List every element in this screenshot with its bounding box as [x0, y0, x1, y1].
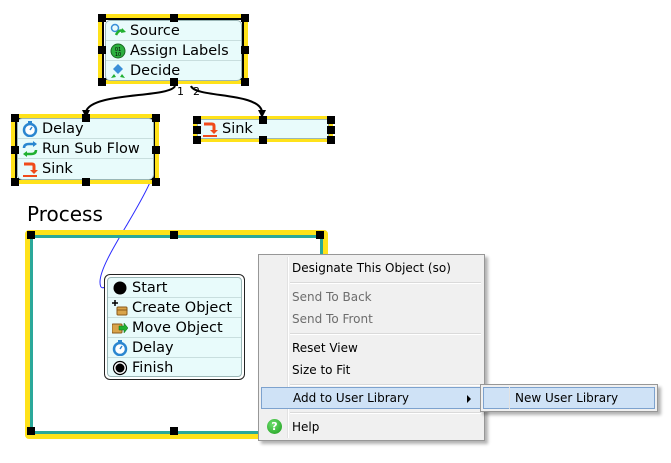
resize-handle[interactable] [98, 46, 106, 54]
menu-item-add-to-user-library[interactable]: Add to User Library [261, 387, 482, 409]
block-item-label: Start [132, 279, 168, 296]
delay-icon [22, 120, 38, 137]
block-item-label: Assign Labels [130, 42, 229, 59]
menu-item-label: New User Library [515, 391, 619, 405]
sink-icon [202, 121, 218, 137]
resize-handle[interactable] [11, 178, 19, 186]
resize-handle[interactable] [98, 78, 106, 86]
menu-item-new-user-library[interactable]: New User Library [483, 387, 655, 409]
delay-icon [112, 339, 128, 356]
block-item-delay[interactable]: Delay [108, 338, 241, 358]
resize-handle[interactable] [241, 14, 249, 22]
resize-handle[interactable] [170, 231, 178, 239]
source-icon [110, 23, 126, 39]
resize-handle[interactable] [327, 126, 335, 134]
block-item-finish[interactable]: Finish [108, 358, 241, 376]
port-label-2: 2 [193, 85, 200, 98]
block-item-label: Run Sub Flow [42, 140, 140, 157]
menu-item-label: Help [292, 420, 320, 434]
submenu: New User Library [480, 384, 658, 412]
start-icon [112, 280, 128, 296]
resize-handle[interactable] [170, 14, 178, 22]
resize-handle[interactable] [11, 114, 19, 122]
block-item-start[interactable]: Start [108, 278, 241, 298]
resize-handle[interactable] [193, 136, 201, 144]
menu-item-reset-view[interactable]: Reset View [292, 341, 358, 355]
block-item-label: Decide [130, 63, 181, 79]
block-item-label: Sink [42, 161, 73, 177]
resize-handle[interactable] [241, 78, 249, 86]
resize-handle[interactable] [82, 114, 90, 122]
block-item-sink[interactable]: Sink [198, 120, 328, 138]
resize-handle[interactable] [27, 231, 35, 239]
create-object-icon [112, 299, 128, 316]
resize-handle[interactable] [152, 114, 160, 122]
resize-handle[interactable] [241, 46, 249, 54]
block-item-source[interactable]: Source [106, 21, 241, 41]
block-item-label: Create Object [132, 299, 233, 316]
resize-handle[interactable] [82, 178, 90, 186]
resize-handle[interactable] [170, 78, 178, 86]
svg-text:01: 01 [115, 47, 121, 53]
menu-item-help[interactable]: ? Help [261, 416, 482, 438]
block-item-label: Source [130, 22, 180, 39]
resize-handle[interactable] [327, 136, 335, 144]
block-item-label: Sink [222, 121, 253, 137]
decide-icon [110, 63, 126, 79]
resize-handle[interactable] [170, 427, 178, 435]
block-item-run-sub-flow[interactable]: Run Sub Flow [18, 139, 153, 159]
resize-handle[interactable] [98, 14, 106, 22]
resize-handle[interactable] [327, 116, 335, 124]
help-icon: ? [267, 419, 282, 434]
resize-handle[interactable] [152, 146, 160, 154]
move-object-icon [111, 320, 129, 336]
menu-item-designate[interactable]: Designate This Object (so) [292, 261, 451, 275]
left-block[interactable]: Delay Run Sub Flow Sink [17, 118, 154, 180]
block-item-create-object[interactable]: Create Object [108, 298, 241, 318]
menu-item-label: Add to User Library [293, 391, 410, 405]
connector-2-arrow [258, 110, 266, 118]
resize-handle[interactable] [316, 231, 324, 239]
block-item-label: Finish [132, 360, 174, 376]
block-item-delay[interactable]: Delay [18, 119, 153, 139]
connector-1 [85, 85, 176, 113]
menu-item-send-to-front[interactable]: Send To Front [292, 312, 373, 326]
block-item-move-object[interactable]: Move Object [108, 318, 241, 338]
finish-icon [112, 360, 128, 376]
block-item-decide[interactable]: Decide [106, 61, 241, 80]
port-label-1: 1 [177, 85, 184, 98]
svg-text:10: 10 [115, 52, 121, 58]
resize-handle[interactable] [27, 427, 35, 435]
resize-handle[interactable] [152, 178, 160, 186]
resize-handle[interactable] [259, 136, 267, 144]
menu-item-size-to-fit[interactable]: Size to Fit [292, 363, 351, 377]
menu-item-send-to-back[interactable]: Send To Back [292, 290, 372, 304]
resize-handle[interactable] [259, 116, 267, 124]
resize-handle[interactable] [193, 126, 201, 134]
sink-icon [22, 161, 38, 177]
process-title: Process [27, 202, 103, 226]
run-sub-flow-icon [22, 140, 38, 157]
block-item-label: Delay [132, 339, 174, 356]
process-flow-block[interactable]: Start Create Object Move Object Delay Fi… [104, 274, 245, 380]
submenu-arrow-icon [467, 395, 471, 403]
block-item-sink[interactable]: Sink [18, 159, 153, 179]
context-menu: Designate This Object (so) Send To Back … [258, 254, 485, 441]
block-item-label: Delay [42, 120, 84, 137]
resize-handle[interactable] [193, 116, 201, 124]
resize-handle[interactable] [11, 146, 19, 154]
connector-2 [190, 85, 263, 113]
block-item-label: Move Object [132, 319, 223, 336]
